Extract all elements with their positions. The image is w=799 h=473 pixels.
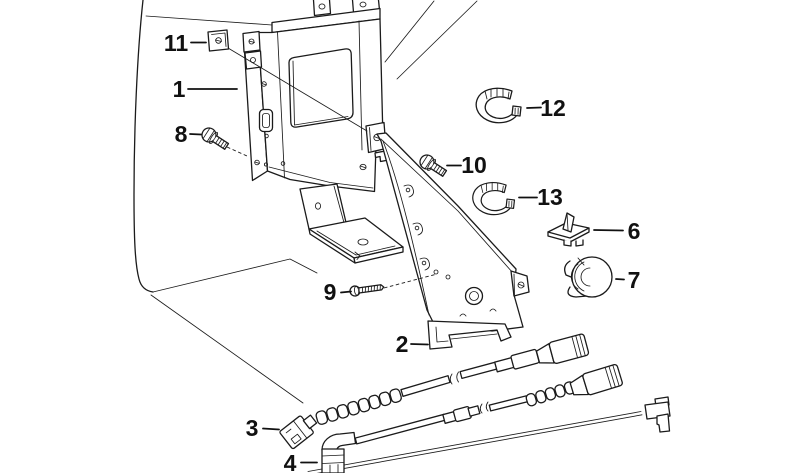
right-angle-connector-c bbox=[644, 396, 671, 433]
cable-guide-part7 bbox=[564, 256, 613, 298]
clamp-part13 bbox=[472, 181, 516, 216]
callout-6: 6 bbox=[628, 218, 641, 244]
callout-1: 1 bbox=[173, 76, 186, 102]
cable-a-plug bbox=[535, 333, 590, 364]
callout-8: 8 bbox=[175, 121, 188, 147]
bolt-part8 bbox=[201, 127, 248, 157]
callout-8-leader bbox=[189, 133, 202, 136]
cable-b-ferrule bbox=[442, 405, 481, 424]
clip-nut-part11 bbox=[207, 29, 368, 132]
callout-7-leader bbox=[615, 278, 625, 281]
callout-13: 13 bbox=[537, 184, 563, 210]
angled-connector-part3 bbox=[279, 414, 318, 450]
screw-part9 bbox=[349, 273, 438, 297]
wedge-clip-part6 bbox=[547, 212, 590, 247]
clamp-part12 bbox=[475, 87, 522, 124]
bolt-part10 bbox=[419, 154, 448, 177]
cable-a-ferrule bbox=[494, 348, 540, 373]
callout-3-leader bbox=[262, 427, 280, 431]
elbow-connector-part4 bbox=[321, 431, 357, 473]
main-bracket-part1 bbox=[242, 0, 404, 264]
antenna-cable-c bbox=[307, 396, 671, 473]
callout-7: 7 bbox=[628, 267, 641, 293]
callout-10: 10 bbox=[461, 152, 487, 178]
side-bracket-part2 bbox=[376, 132, 530, 350]
antenna-cable-a bbox=[279, 333, 590, 450]
antenna-cable-b bbox=[321, 363, 623, 473]
callouts: 11 1 8 12 10 13 6 7 9 2 3 4 bbox=[164, 30, 641, 473]
callout-12: 12 bbox=[540, 95, 566, 121]
callout-12-leader bbox=[526, 106, 542, 109]
car-body-outline bbox=[133, 0, 478, 404]
callout-11: 11 bbox=[164, 30, 189, 56]
callout-6-leader bbox=[593, 229, 624, 232]
callout-9: 9 bbox=[324, 279, 337, 305]
callout-4: 4 bbox=[284, 450, 297, 473]
callout-2: 2 bbox=[396, 331, 409, 357]
cable-b-plug bbox=[569, 363, 623, 396]
callout-2-leader bbox=[410, 343, 429, 346]
callout-9-leader bbox=[340, 290, 352, 294]
callout-3: 3 bbox=[246, 415, 259, 441]
